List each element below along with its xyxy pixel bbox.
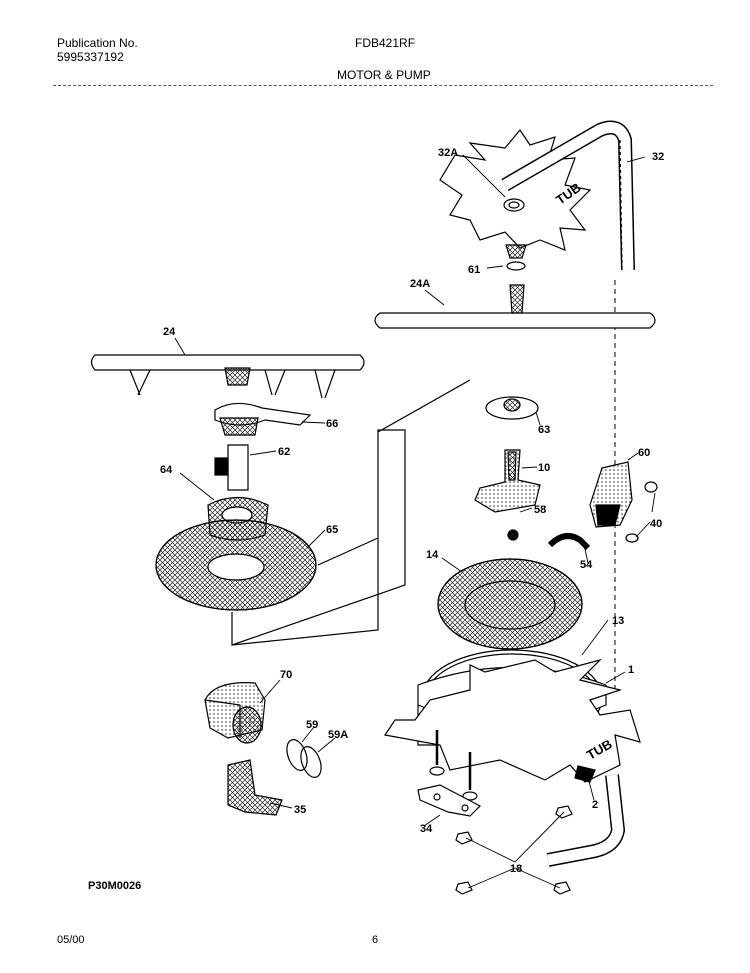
lower-spray-arm-24 bbox=[90, 354, 365, 371]
page-number: 6 bbox=[372, 934, 379, 946]
revision-date: 05/00 bbox=[57, 934, 85, 946]
drawing-code: P30M0026 bbox=[88, 880, 142, 892]
label-34: 34 bbox=[420, 823, 433, 835]
motor-mount-35 bbox=[227, 759, 283, 816]
lower-tub-section bbox=[383, 658, 641, 783]
part-40-washer bbox=[644, 481, 658, 493]
label-18: 18 bbox=[510, 863, 522, 875]
label-59: 59 bbox=[306, 719, 318, 731]
pump-housing-10 bbox=[474, 449, 541, 513]
publication-label: Publication No. bbox=[57, 36, 138, 50]
o-ring-59A bbox=[300, 746, 322, 778]
nut-18-a bbox=[455, 831, 473, 845]
tube-62 bbox=[227, 444, 249, 491]
label-10: 10 bbox=[538, 462, 550, 474]
label-64: 64 bbox=[160, 464, 173, 476]
washer-61 bbox=[506, 261, 526, 271]
label-60: 60 bbox=[638, 447, 650, 459]
label-24a: 24A bbox=[410, 278, 430, 290]
label-1: 1 bbox=[628, 664, 634, 676]
label-14: 14 bbox=[426, 549, 439, 561]
label-32: 32 bbox=[652, 151, 664, 163]
section-title: MOTOR & PUMP bbox=[337, 68, 431, 82]
label-24: 24 bbox=[163, 326, 176, 338]
label-32a: 32A bbox=[438, 147, 458, 159]
upper-spray-arm-24a bbox=[374, 312, 656, 329]
ball-58 bbox=[507, 529, 519, 541]
label-61: 61 bbox=[468, 264, 480, 276]
nut-18-d bbox=[553, 881, 571, 895]
label-40: 40 bbox=[650, 518, 662, 530]
label-66: 66 bbox=[326, 418, 338, 430]
label-2: 2 bbox=[592, 799, 598, 811]
label-65: 65 bbox=[326, 524, 338, 536]
hose-54 bbox=[547, 533, 591, 551]
o-ring-59 bbox=[286, 739, 308, 771]
spray-arm-hub-24a bbox=[509, 284, 525, 314]
label-62: 62 bbox=[278, 446, 290, 458]
tube-seal-32a bbox=[503, 198, 525, 212]
label-58: 58 bbox=[534, 504, 546, 516]
label-59a: 59A bbox=[328, 729, 348, 741]
label-13: 13 bbox=[612, 615, 624, 627]
label-70: 70 bbox=[280, 669, 292, 681]
nut-18-c bbox=[455, 881, 473, 895]
label-54: 54 bbox=[580, 559, 593, 571]
spray-arm-nut-61 bbox=[505, 244, 527, 259]
part-40 bbox=[625, 533, 639, 543]
label-35: 35 bbox=[294, 804, 306, 816]
label-63: 63 bbox=[538, 424, 550, 436]
header-rule bbox=[53, 85, 713, 86]
publication-number: 5995337192 bbox=[57, 50, 124, 64]
bracket-34 bbox=[417, 784, 482, 817]
model-number: FDB421RF bbox=[355, 36, 416, 50]
